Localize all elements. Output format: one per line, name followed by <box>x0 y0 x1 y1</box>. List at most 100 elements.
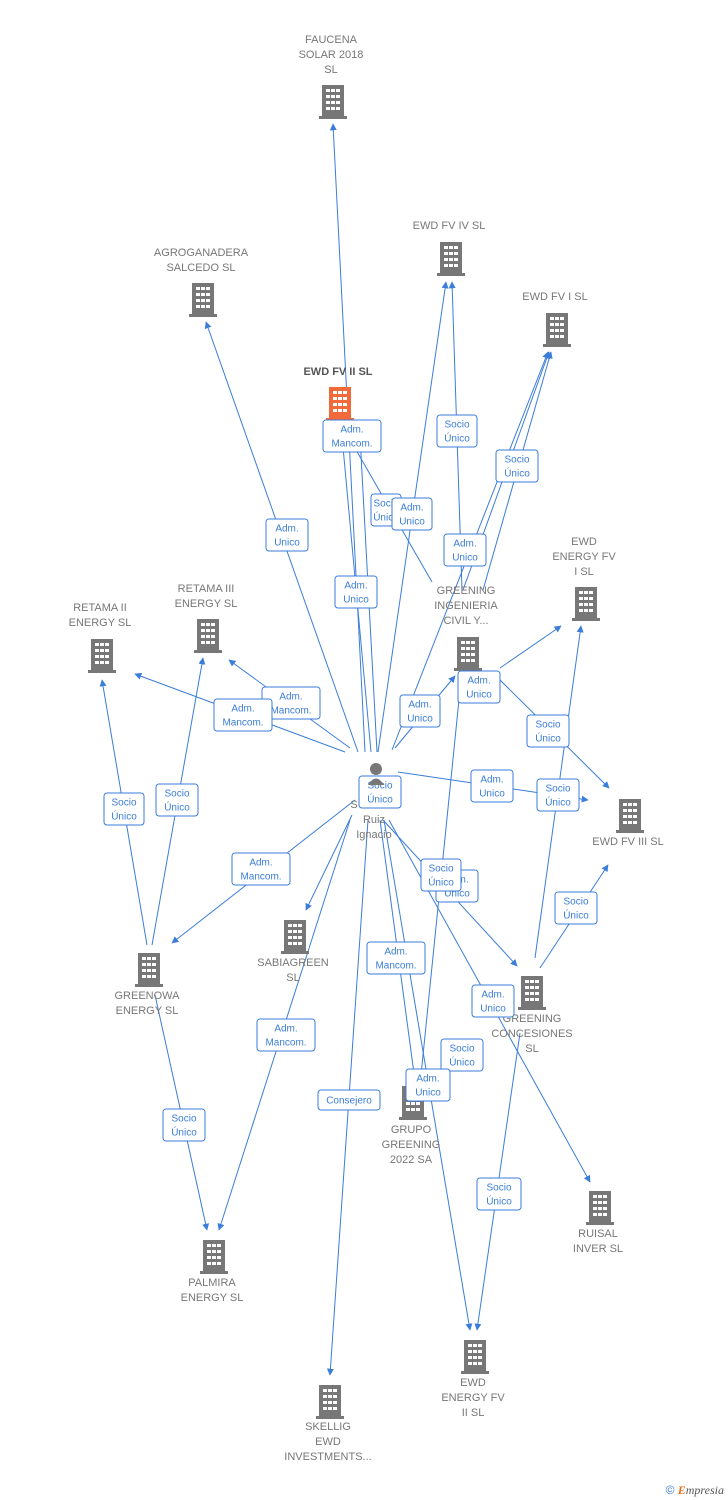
copyright-icon: © <box>665 1483 675 1497</box>
relation-label: Adm.Unico <box>457 670 501 704</box>
relation-label: Adm.Unico <box>471 984 515 1018</box>
svg-text:Adm.Mancom.: Adm.Mancom. <box>270 692 311 717</box>
building-icon <box>316 1385 344 1419</box>
company-node-ewd3[interactable]: EWD FV III SL <box>592 799 664 848</box>
company-node-ewd1[interactable]: EWD FV I SL <box>522 291 588 347</box>
building-icon <box>326 387 354 421</box>
svg-text:Adm.Unico: Adm.Unico <box>399 503 425 528</box>
relation-label: Adm.Unico <box>470 769 514 803</box>
svg-text:Adm.Mancom.: Adm.Mancom. <box>222 704 263 729</box>
building-icon <box>543 313 571 347</box>
relation-label: Adm.Mancom. <box>231 852 291 886</box>
building-icon <box>454 637 482 671</box>
building-icon <box>319 85 347 119</box>
svg-text:Adm.Unico: Adm.Unico <box>415 1074 441 1099</box>
relation-label: Consejero <box>317 1089 381 1111</box>
company-node-ewd2[interactable]: EWD FV II SL <box>303 366 373 421</box>
svg-text:Adm.Unico: Adm.Unico <box>466 676 492 701</box>
edge-line <box>499 625 562 669</box>
relation-label: Adm.Mancom. <box>213 698 273 732</box>
svg-text:Adm.Unico: Adm.Unico <box>479 775 505 800</box>
svg-text:Adm.Mancom.: Adm.Mancom. <box>375 947 416 972</box>
relation-label: Adm.Mancom. <box>261 686 321 720</box>
building-icon <box>437 242 465 276</box>
company-node-ewd4[interactable]: EWD FV IV SL <box>413 220 486 276</box>
svg-text:Adm.Unico: Adm.Unico <box>480 990 506 1015</box>
relation-label: Adm.Mancom. <box>366 941 426 975</box>
relation-label: Adm.Unico <box>405 1068 451 1102</box>
relation-label: Adm.Unico <box>265 518 309 552</box>
building-icon <box>189 283 217 317</box>
building-icon <box>135 953 163 987</box>
company-name: EWD FV III SL <box>592 836 664 848</box>
building-icon <box>518 976 546 1010</box>
edges-layer <box>99 123 610 1376</box>
svg-text:Adm.Mancom.: Adm.Mancom. <box>331 425 372 450</box>
svg-text:Consejero: Consejero <box>326 1096 372 1107</box>
svg-text:Adm.Unico: Adm.Unico <box>407 700 433 725</box>
relation-label: Adm.Unico <box>391 497 433 531</box>
building-icon <box>572 587 600 621</box>
company-name: EWD FV I SL <box>522 291 587 303</box>
relation-label: Adm.Mancom. <box>256 1018 316 1052</box>
building-icon <box>281 920 309 954</box>
brand-initial: E <box>677 1483 686 1497</box>
building-icon <box>586 1191 614 1225</box>
brand-name: mpresia <box>685 1483 724 1497</box>
building-icon <box>194 619 222 653</box>
building-icon <box>461 1340 489 1374</box>
company-name: EWD FV II SL <box>303 366 372 378</box>
relation-label: Adm.Unico <box>334 575 378 609</box>
footer-brand: © Empresia <box>666 1483 724 1498</box>
svg-text:Adm.Mancom.: Adm.Mancom. <box>240 858 281 883</box>
